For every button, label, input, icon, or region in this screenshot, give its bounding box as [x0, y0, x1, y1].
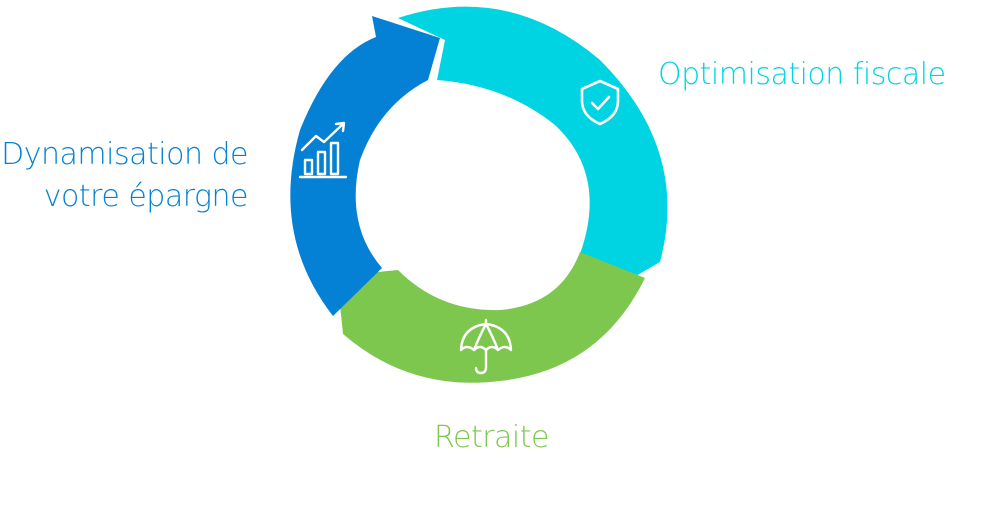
segment-dynamisation [290, 16, 440, 316]
label-optimisation-fiscale: Optimisation fiscale [658, 57, 946, 92]
label-dynamisation-line2: votre épargne [43, 179, 249, 214]
segment-retraite [337, 252, 645, 383]
shield-check-icon [580, 79, 620, 126]
segment-optimisation-fiscale [398, 6, 668, 294]
umbrella-icon [459, 318, 513, 375]
label-dynamisation-line1: Dynamisation de [1, 137, 248, 172]
label-dynamisation-epargne: Dynamisation de votre épargne [1, 134, 248, 218]
label-retraite: Retraite [434, 420, 550, 455]
growth-chart-icon [298, 121, 348, 179]
